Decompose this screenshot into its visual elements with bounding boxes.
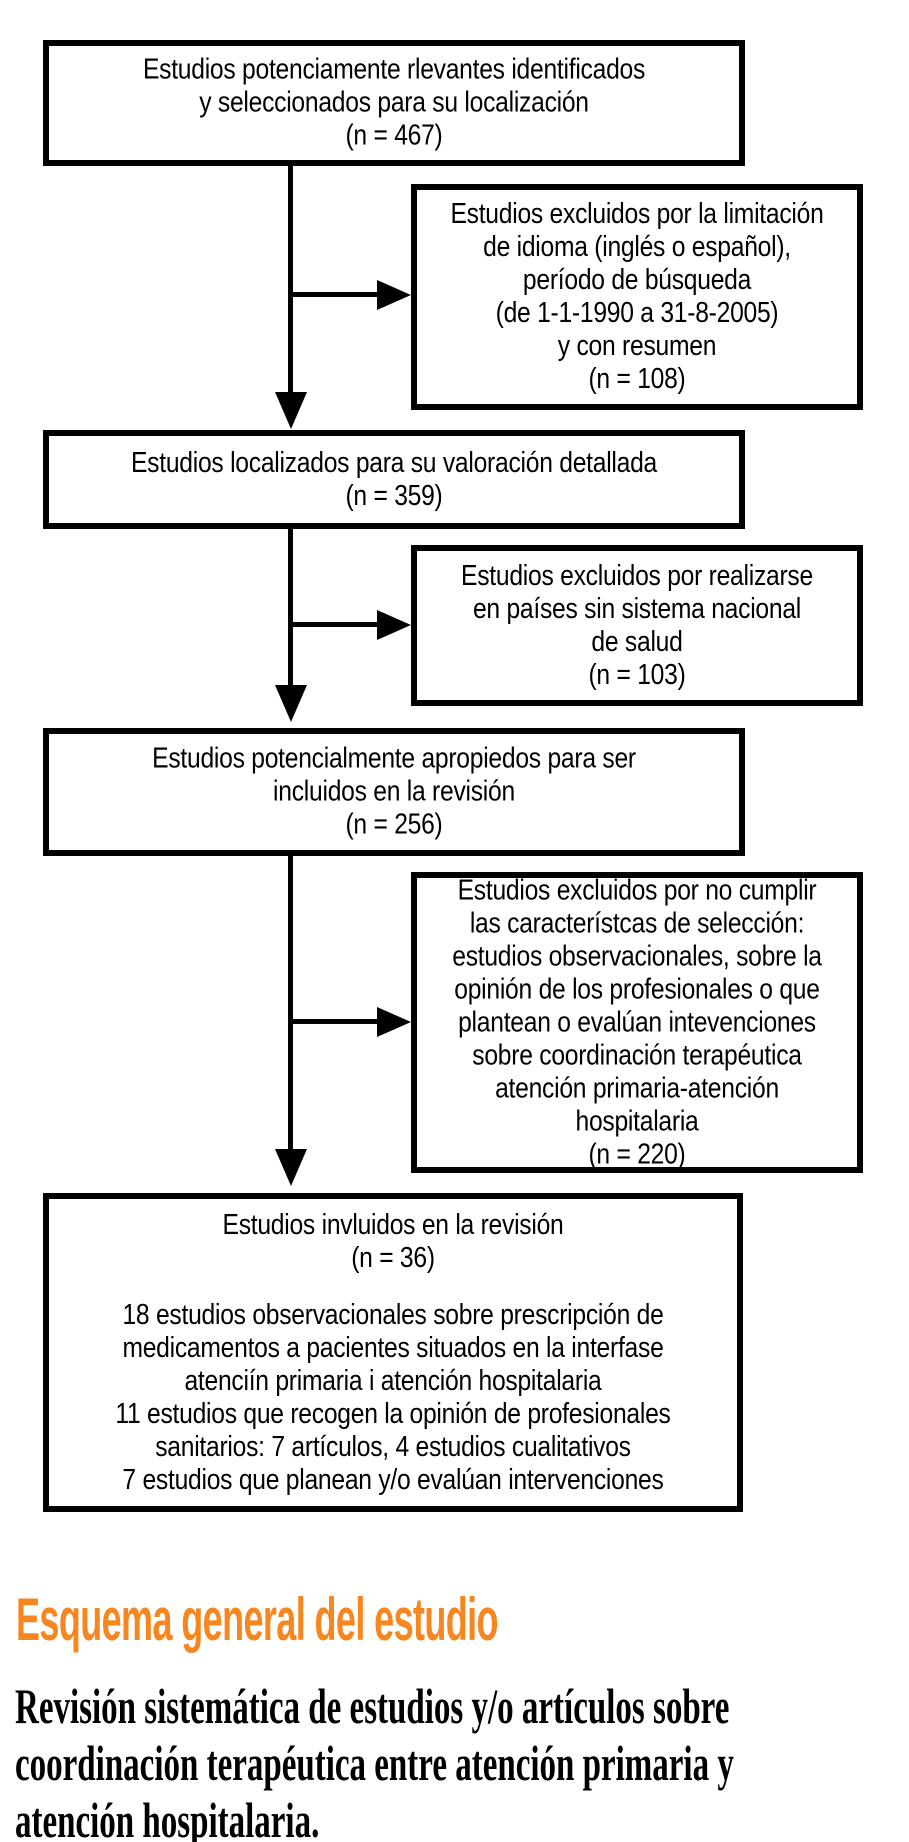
flow-box-located-text: Estudios localizados para su valoración … [131,447,657,513]
branch-line-1 [290,292,378,297]
text-line: Estudios invluidos en la revisión [222,1209,564,1241]
text-line: Estudios potenciamente rlevantes identif… [142,53,646,86]
text-line: 11 estudios que recogen la opinión de pr… [115,1398,671,1430]
connector-line-2 [288,529,293,687]
arrow-down-icon [275,1149,307,1186]
text-line: Estudios excluidos por la limitación [450,198,824,230]
text-line: las característcas de selección: [469,907,805,939]
text-line: en países sin sistema nacional [472,592,802,625]
text-line: Estudios localizados para su valoración … [130,446,658,479]
text-line: período de búsqueda [522,264,752,296]
text-line: incluidos en la revisión [273,775,515,808]
text-line: medicamentos a pacientes situados en la … [122,1332,664,1364]
text-line: estudios observacionales, sobre la [452,940,822,972]
arrow-right-icon [377,610,411,640]
text-line: atenciín primaria i atención hospitalari… [184,1365,602,1397]
text-line: (n = 256) [345,808,443,841]
flow-box-appropriate-text: Estudios potencialmente apropiedos para … [152,743,636,842]
text-line: de idioma (inglés o español), [483,231,791,263]
branch-line-3 [290,1019,378,1024]
text-line: (n = 103) [588,658,686,691]
text-line: y seleccionados para su localización [199,86,589,119]
text-line: de salud [591,625,683,658]
flow-box-excluded-countries-text: Estudios excluidos por realizarse en paí… [461,560,813,692]
connector-line-1 [288,166,293,395]
text-line: plantean o evalúan intevenciones [458,1006,816,1038]
arrow-right-icon [377,1007,411,1037]
branch-line-2 [290,622,378,627]
flow-box-included: Estudios invluidos en la revisión (n = 3… [43,1193,743,1512]
section-heading: Esquema general del estudio [16,1586,499,1653]
text-line: (n = 467) [345,119,443,152]
text-line: y con resumen [557,330,717,362]
text-line: (n = 36) [351,1242,435,1274]
flow-box-excluded-criteria-text: Estudios excluidos por no cumplir las ca… [452,874,822,1171]
flow-box-included-text: Estudios invluidos en la revisión (n = 3… [115,1209,671,1497]
flow-box-excluded-countries: Estudios excluidos por realizarse en paí… [411,545,863,706]
section-paragraph: Revisión sistemática de estudios y/o art… [15,1678,734,1842]
text-line: (de 1-1-1990 a 31-8-2005) [495,297,779,329]
text-line: (n = 359) [345,479,443,512]
connector-line-3 [288,856,293,1152]
arrow-right-icon [377,280,411,310]
flow-box-excluded-language: Estudios excluidos por la limitación de … [411,184,863,410]
paragraph-line: atención hospitalaria. [15,1792,320,1842]
text-line: (n = 108) [588,363,686,395]
paragraph-line: Revisión sistemática de estudios y/o art… [15,1678,730,1734]
text-line: sanitarios: 7 artículos, 4 estudios cual… [155,1431,631,1463]
flow-box-appropriate: Estudios potencialmente apropiedos para … [43,728,745,856]
text-line: (n = 220) [588,1138,686,1170]
text-line: 18 estudios observacionales sobre prescr… [122,1299,664,1331]
flow-box-located: Estudios localizados para su valoración … [43,430,745,529]
flow-box-excluded-language-text: Estudios excluidos por la limitación de … [450,198,823,396]
text-line: hospitalaria [575,1105,699,1137]
arrow-down-icon [275,685,307,722]
flow-box-identified-text: Estudios potenciamente rlevantes identif… [143,54,645,153]
text-line: sobre coordinación terapéutica [472,1039,802,1071]
arrow-down-icon [275,392,307,429]
spacer [115,1275,670,1299]
text-line: atención primaria-atención [495,1072,779,1104]
flow-box-excluded-criteria: Estudios excluidos por no cumplir las ca… [411,872,863,1173]
text-line: 7 estudios que planean y/o evalúan inter… [122,1464,664,1496]
flow-box-identified: Estudios potenciamente rlevantes identif… [43,40,745,166]
text-line: opinión de los profesionales o que [454,973,820,1005]
text-line: Estudios excluidos por no cumplir [457,874,817,906]
text-line: Estudios excluidos por realizarse [461,559,813,592]
paragraph-line: coordinación terapéutica entre atención … [15,1735,734,1791]
text-line: Estudios potencialmente apropiedos para … [152,742,636,775]
